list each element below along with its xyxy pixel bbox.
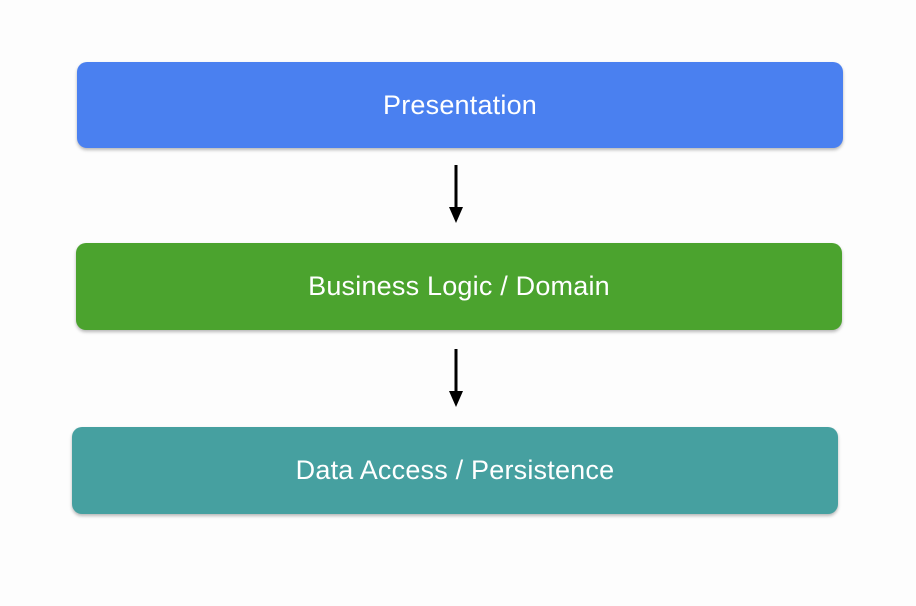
layer-label-presentation: Presentation	[383, 89, 537, 120]
layer-box-business-logic[interactable]: Business Logic / Domain	[76, 243, 842, 330]
down-arrow-icon	[449, 165, 463, 223]
layer-box-data-access[interactable]: Data Access / Persistence	[72, 427, 838, 514]
layer-box-presentation[interactable]: Presentation	[77, 62, 843, 148]
down-arrow-icon	[449, 349, 463, 407]
layer-label-business-logic: Business Logic / Domain	[308, 271, 610, 301]
layer-label-data-access: Data Access / Persistence	[295, 455, 615, 485]
